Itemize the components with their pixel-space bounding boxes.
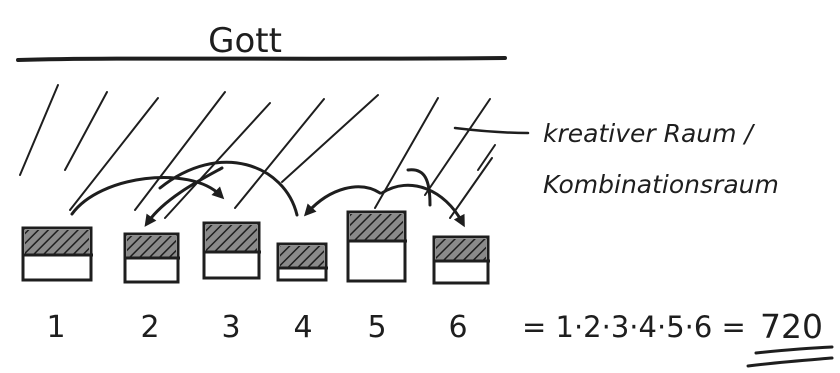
arrow-3-to-2 <box>144 166 224 227</box>
title-gott: Gott <box>208 21 282 61</box>
box-3 <box>202 221 261 280</box>
arrow-5-to-6 <box>380 183 465 228</box>
recombination-arrows <box>70 160 465 228</box>
box-label-3: 3 <box>221 310 240 345</box>
annotation-line-1: kreativer Raum / <box>543 119 755 148</box>
box-label-6: 6 <box>448 310 467 345</box>
god-line <box>16 56 507 62</box>
arrow-2-to-4 <box>158 160 299 217</box>
box-labels: 1 2 3 4 5 6 <box>46 310 467 345</box>
result-double-underline <box>746 345 834 368</box>
box-1 <box>21 226 93 282</box>
box-5 <box>346 210 407 283</box>
arrow-5-to-4 <box>303 185 382 217</box>
formula-result: 720 <box>760 307 823 346</box>
box-6 <box>432 235 490 285</box>
box-label-4: 4 <box>293 310 312 345</box>
annotation-line-2: Kombinationsraum <box>543 170 779 199</box>
annotation-pointer <box>453 126 530 135</box>
arrow-1-to-3 <box>70 176 225 216</box>
box-label-1: 1 <box>46 310 65 345</box>
creative-space-hatching <box>19 84 496 219</box>
formula-text: = 1·2·3·4·5·6 = <box>522 310 746 344</box>
box-2 <box>123 232 180 284</box>
arrow-6-to-5 <box>406 168 432 207</box>
box-label-2: 2 <box>140 310 159 345</box>
box-label-5: 5 <box>367 310 386 345</box>
box-4 <box>276 242 328 282</box>
